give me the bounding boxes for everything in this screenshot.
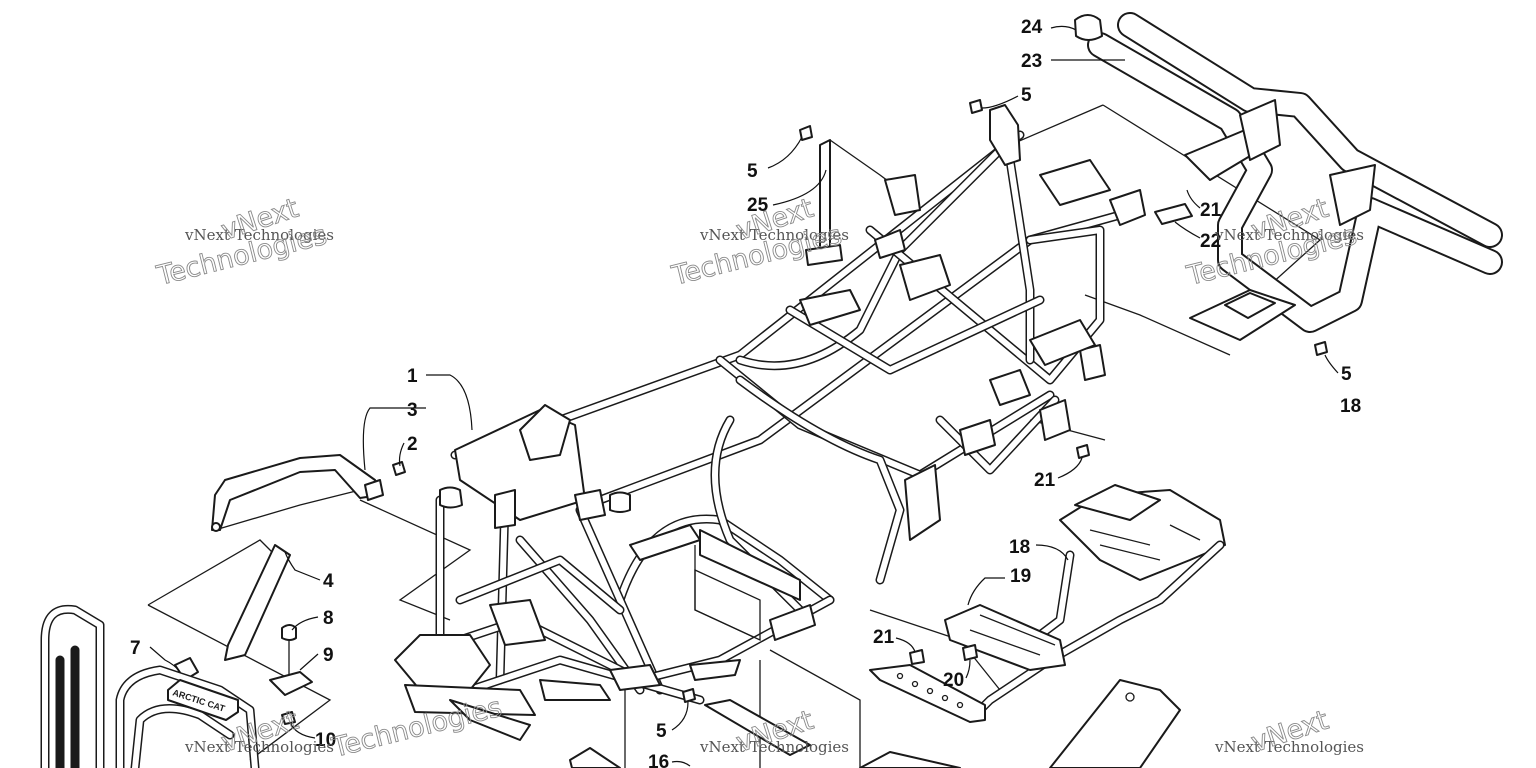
callout-9: 9 bbox=[323, 645, 334, 666]
svg-text:vNext Technologies: vNext Technologies bbox=[1214, 226, 1364, 244]
svg-text:vNext Technologies: vNext Technologies bbox=[1214, 738, 1364, 756]
watermark: vNext Technologies vNext bbox=[1214, 704, 1364, 759]
callout-16: 16 bbox=[648, 752, 669, 768]
svg-text:vNext Technologies: vNext Technologies bbox=[699, 226, 849, 244]
callout-4: 4 bbox=[323, 571, 334, 592]
callout-20: 20 bbox=[943, 670, 964, 691]
front-rack: ARCTIC CAT bbox=[40, 604, 260, 768]
callout-1: 1 bbox=[407, 366, 418, 387]
callout-5: 5 bbox=[1341, 364, 1352, 385]
rear-rack bbox=[869, 484, 1226, 723]
callout-21: 21 bbox=[1034, 470, 1056, 491]
watermark: vNext Technologies vNext Technologies bbox=[153, 192, 334, 292]
callout-3: 3 bbox=[407, 400, 418, 421]
callout-19: 19 bbox=[1010, 566, 1031, 587]
callout-2: 2 bbox=[407, 434, 418, 455]
svg-text:vNext Technologies: vNext Technologies bbox=[184, 226, 334, 244]
callout-23: 23 bbox=[1021, 51, 1042, 72]
callout-5: 5 bbox=[747, 161, 758, 182]
callouts: 1 2 3 4 5 5 5 5 7 8 9 10 16 18 18 19 20 … bbox=[130, 17, 1361, 768]
leader-lines bbox=[149, 25, 1339, 767]
hardware-parts bbox=[174, 99, 1328, 768]
watermarks: vNext Technologies vNext Technologies vN… bbox=[153, 192, 1364, 764]
main-frame bbox=[394, 104, 1146, 741]
callout-24: 24 bbox=[1021, 17, 1043, 38]
callout-22: 22 bbox=[1200, 231, 1221, 252]
callout-5: 5 bbox=[656, 721, 667, 742]
callout-21: 21 bbox=[1200, 200, 1222, 221]
callout-10: 10 bbox=[315, 730, 336, 751]
watermark: vNext Technologies vNext Technologies bbox=[1183, 192, 1364, 292]
callout-25: 25 bbox=[747, 195, 769, 216]
callout-18: 18 bbox=[1340, 396, 1361, 417]
callout-21: 21 bbox=[873, 627, 895, 648]
svg-text:vNext Technologies: vNext Technologies bbox=[184, 738, 334, 756]
callout-5: 5 bbox=[1021, 85, 1032, 106]
skid-plate bbox=[859, 679, 1181, 768]
callout-8: 8 bbox=[323, 608, 334, 629]
callout-7: 7 bbox=[130, 638, 141, 659]
callout-18: 18 bbox=[1009, 537, 1030, 558]
front-bumper bbox=[1074, 12, 1503, 341]
svg-text:vNext Technologies: vNext Technologies bbox=[699, 738, 849, 756]
